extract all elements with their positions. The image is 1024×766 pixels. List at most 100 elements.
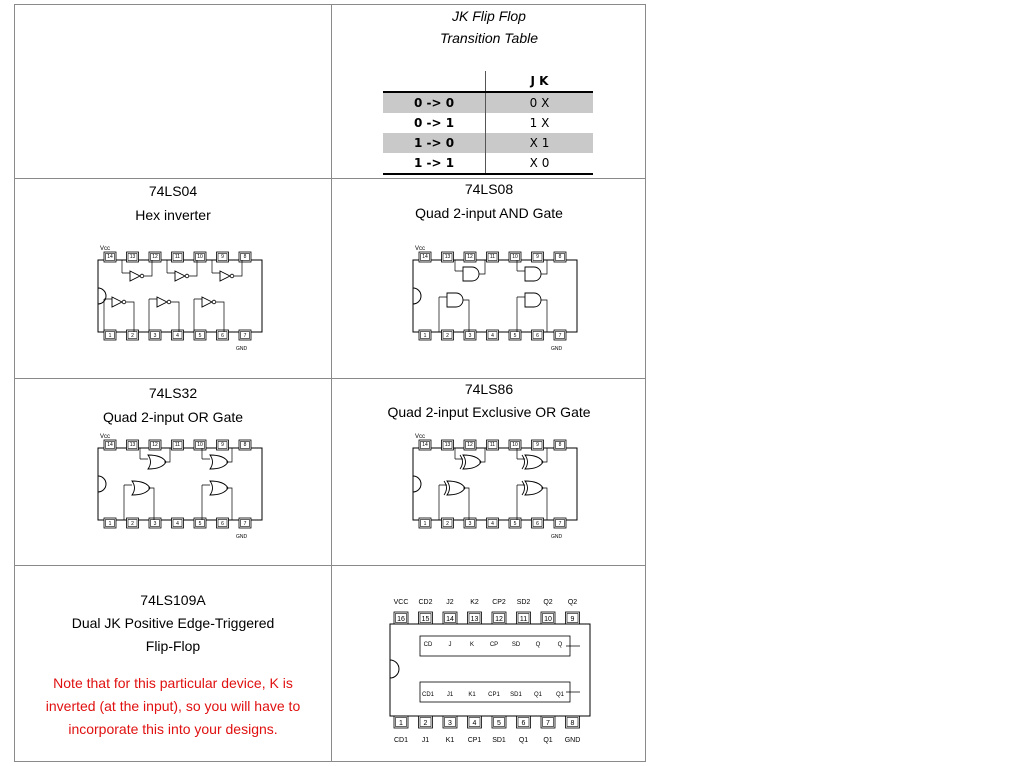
pin-number: 3 — [469, 521, 472, 527]
pin-number: 7 — [244, 521, 247, 527]
ff-input-label: K1 — [468, 692, 476, 698]
pin-box-inner — [217, 441, 228, 449]
pin-box-inner — [420, 331, 430, 339]
pin-box-inner — [510, 441, 520, 449]
jk-table-cell: JK Flip Flop Transition Table J K 0 -> 0… — [332, 5, 646, 175]
pin-box — [531, 251, 544, 263]
ff-input-label: Q1 — [556, 692, 565, 698]
datasheet-grid: JK Flip Flop Transition Table J K 0 -> 0… — [14, 4, 646, 762]
pin-box-inner — [442, 519, 453, 527]
logic-gate-symbol — [524, 454, 544, 470]
chip-body — [97, 259, 263, 333]
ff-input-label: Q — [558, 642, 563, 648]
pin-box — [216, 517, 229, 529]
pin-number: 1 — [399, 720, 403, 727]
pin-number: 7 — [244, 333, 247, 339]
gnd-label: GND — [551, 534, 563, 540]
pin-label: CP1 — [468, 737, 482, 744]
chip-notch — [97, 287, 107, 305]
pin-box-inner — [493, 613, 505, 623]
pin-box-inner — [172, 253, 183, 261]
pin-box-inner — [150, 441, 160, 449]
ls109-pinout-diagram: VCC161CD1CD2152J1J2143K1K2134CP1CP2125SD… — [389, 599, 591, 744]
pin-box-inner — [465, 331, 475, 339]
pin-box-inner — [105, 253, 115, 261]
pin-box-inner — [420, 519, 430, 527]
pin-number: 12 — [467, 254, 473, 260]
pin-box-inner — [442, 253, 453, 261]
pin-box-inner — [172, 331, 183, 339]
pin-box — [126, 251, 139, 263]
pin-box — [193, 439, 207, 451]
pin-box-inner — [493, 717, 505, 727]
ff-input-label: K — [470, 642, 474, 648]
ls109-note-2: inverted (at the input), so you will hav… — [45, 698, 301, 714]
pin-box — [508, 251, 522, 263]
logic-gate-symbol — [131, 480, 151, 496]
pin-box — [553, 439, 567, 451]
pin-box — [553, 329, 567, 341]
pin-box-inner — [395, 613, 407, 623]
pin-number: 2 — [446, 521, 449, 527]
pin-number: 4 — [491, 521, 494, 527]
pin-box — [148, 439, 162, 451]
pin-number: 11 — [175, 254, 180, 260]
pin-box — [508, 517, 522, 529]
pin-box — [441, 517, 454, 529]
logic-gate-symbol — [462, 266, 480, 282]
pin-box-inner — [487, 331, 498, 339]
gate-wiring — [103, 298, 135, 332]
pin-label: CD1 — [394, 737, 408, 744]
ff-input-label: CP — [490, 642, 498, 648]
ls109-desc-2: Flip-Flop — [145, 638, 201, 654]
gate-wiring — [454, 448, 486, 463]
pin-number: 10 — [544, 616, 552, 623]
pin-label: Q1 — [543, 737, 552, 744]
inverter-bubble — [166, 299, 172, 305]
pin-box — [171, 251, 184, 263]
pin-box — [553, 251, 567, 263]
ls109-cell: 74LS109A Dual JK Positive Edge-Triggered… — [15, 566, 331, 741]
column-divider — [331, 5, 332, 761]
pin-box-inner — [105, 331, 115, 339]
pin-box-inner — [195, 441, 205, 449]
inverter-bubble — [139, 273, 145, 279]
ls08-desc: Quad 2-input AND Gate — [415, 205, 563, 221]
logic-gate-symbol — [209, 454, 229, 470]
pin-box-inner — [510, 253, 520, 261]
ff-input-label: J — [449, 642, 452, 648]
pin-box — [441, 439, 454, 451]
ls109-note-1: Note that for this particular device, K … — [53, 675, 293, 691]
logic-gate-symbol — [174, 270, 187, 282]
ls08-cell: 74LS08 Quad 2-input AND Gate — [332, 179, 646, 223]
pin-number: 6 — [536, 333, 539, 339]
gate-wiring — [211, 260, 243, 277]
pin-number: 13 — [471, 616, 479, 623]
pin-number: 2 — [131, 333, 134, 339]
pin-number: 16 — [397, 616, 405, 623]
logic-gate-symbol — [462, 454, 482, 470]
pin-box — [486, 517, 499, 529]
ff-output-wiring — [566, 645, 580, 693]
ff-input-label: J1 — [447, 692, 454, 698]
pin-box-inner — [566, 717, 579, 727]
pin-box — [216, 329, 229, 341]
pin-box — [463, 251, 477, 263]
pin-box — [238, 329, 252, 341]
chip-notch — [412, 475, 422, 493]
inverter-bubble — [184, 273, 190, 279]
pin-box-inner — [420, 441, 430, 449]
pin-label: GND — [565, 737, 581, 744]
pin-box-inner — [532, 519, 543, 527]
logic-gate-symbol — [524, 480, 544, 496]
ff-input-label: CD1 — [422, 692, 435, 698]
pin-number: 11 — [490, 442, 495, 448]
pin-box — [171, 329, 184, 341]
pin-number: 1 — [109, 333, 112, 339]
ff-input-label: Q1 — [534, 692, 543, 698]
pin-label: Q1 — [519, 737, 528, 744]
pin-number: 10 — [197, 254, 203, 260]
pin-box-inner — [566, 613, 579, 623]
pin-box — [193, 251, 207, 263]
